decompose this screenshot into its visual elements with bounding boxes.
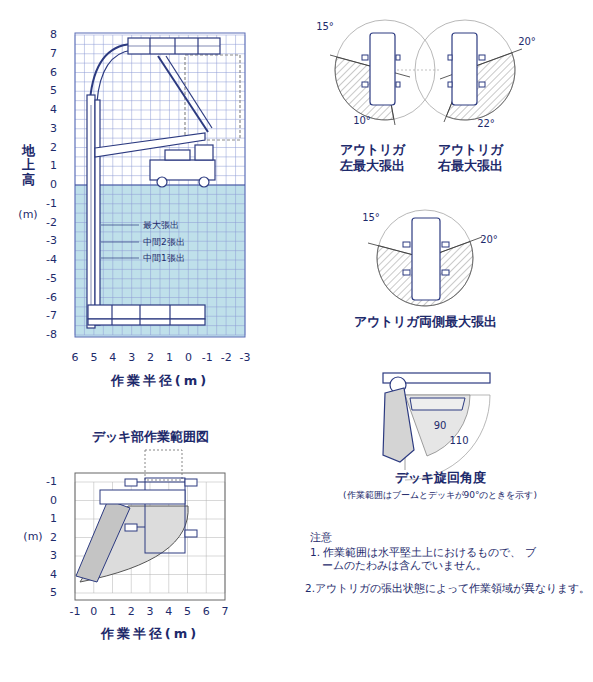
note-text: 1. 作業範囲は水平堅土上におけるもので、 ブームのたわみは含んでいません。 — [310, 546, 538, 571]
axis-tick: -1 — [46, 197, 57, 210]
axis-tick: -6 — [46, 291, 57, 304]
axis-tick: 0 — [50, 178, 57, 191]
axis-title: 地上高 — [22, 144, 35, 187]
axis-tick: -1 — [202, 351, 213, 364]
axis-unit: (m) — [18, 208, 37, 221]
axis-tick: 4 — [109, 351, 116, 364]
axis-tick: 1 — [50, 512, 57, 525]
axis-tick: -4 — [46, 253, 57, 266]
axis-title: 作業半径(m) — [111, 373, 209, 389]
leader-label: 最大張出 — [143, 220, 179, 231]
axis-tick: -7 — [46, 310, 57, 323]
grid — [75, 482, 225, 593]
axis-tick: -1 — [70, 605, 81, 618]
angle-label: 110 — [449, 435, 468, 447]
axis-tick: -1 — [46, 475, 57, 488]
note-text: 2.アウトリガの張出状態によって作業領域が異なります。 — [305, 582, 590, 595]
axis-tick: -2 — [221, 351, 232, 364]
deck-rotation-figure — [383, 373, 490, 480]
axis-tick: 3 — [147, 605, 154, 618]
axis-tick: -3 — [240, 351, 251, 364]
axis-tick: 6 — [203, 605, 210, 618]
outrigger-both-figure — [368, 210, 482, 306]
figure-caption: アウトリガ 左最大張出 — [335, 142, 409, 173]
axis-tick: 3 — [50, 122, 57, 135]
leader-lines — [101, 225, 139, 258]
axis-tick: 3 — [50, 549, 57, 562]
axis-tick: 2 — [50, 531, 57, 544]
chart-title: デッキ部作業範囲図 — [92, 429, 209, 445]
grid-line — [75, 35, 245, 36]
axis-tick: 1 — [50, 160, 57, 173]
figure-caption: アウトリガ 右最大張出 — [433, 142, 507, 173]
axis-title: 作業半径(m) — [101, 626, 199, 642]
chart-frame — [75, 473, 225, 600]
figure-note: (作業範囲はブームとデッキが90°のときを示す) — [343, 490, 537, 501]
axis-tick: 2 — [50, 141, 57, 154]
axis-tick: -2 — [46, 216, 57, 229]
axis-tick: -8 — [46, 328, 57, 341]
grid-line — [75, 72, 245, 73]
axis-tick: 1 — [166, 351, 173, 364]
axis-tick: 5 — [50, 586, 57, 599]
note-heading: 注意 — [310, 531, 332, 544]
axis-tick: 0 — [50, 494, 57, 507]
outrigger-right-figure — [415, 20, 522, 122]
axis-tick: 5 — [90, 351, 97, 364]
outrigger-left-figure — [330, 20, 440, 125]
axis-tick: 4 — [50, 103, 57, 116]
dotted-area — [145, 450, 182, 480]
axis-tick: 5 — [184, 605, 191, 618]
axis-tick: 3 — [128, 351, 135, 364]
leader-label: 中間1張出 — [143, 253, 185, 264]
angle-label: 20° — [480, 234, 498, 246]
axis-tick: 1 — [109, 605, 116, 618]
angle-label: 90 — [434, 420, 447, 432]
axis-unit: (m) — [23, 530, 42, 543]
grid-line — [75, 482, 225, 483]
axis-tick: 2 — [147, 351, 154, 364]
angle-label: 20° — [518, 36, 536, 48]
angle-label: 10° — [353, 115, 371, 127]
deck-top-figure — [76, 478, 197, 582]
axis-tick: 6 — [72, 351, 79, 364]
axis-tick: 8 — [50, 28, 57, 41]
chart-frame — [75, 33, 245, 337]
grid — [75, 35, 245, 335]
angle-label: 15° — [316, 21, 334, 33]
axis-tick: 6 — [50, 66, 57, 79]
figure-caption: デッキ旋回角度 — [395, 470, 486, 486]
grid-line — [75, 91, 245, 92]
axis-tick: 5 — [50, 85, 57, 98]
angle-label: 22° — [477, 118, 495, 130]
axis-tick: 0 — [185, 351, 192, 364]
axis-tick: 7 — [50, 47, 57, 60]
angle-label: 15° — [362, 212, 380, 224]
axis-tick: 4 — [50, 568, 57, 581]
leader-label: 中間2張出 — [143, 237, 185, 248]
axis-tick: 0 — [90, 605, 97, 618]
truck-figure — [87, 38, 240, 328]
axis-tick: 4 — [165, 605, 172, 618]
axis-tick: 2 — [128, 605, 135, 618]
figure-caption: アウトリガ両側最大張出 — [354, 314, 497, 330]
axis-tick: -3 — [46, 235, 57, 248]
grid-line — [75, 335, 245, 336]
grid-line — [75, 593, 225, 594]
axis-tick: -5 — [46, 272, 57, 285]
axis-tick: 7 — [222, 605, 229, 618]
